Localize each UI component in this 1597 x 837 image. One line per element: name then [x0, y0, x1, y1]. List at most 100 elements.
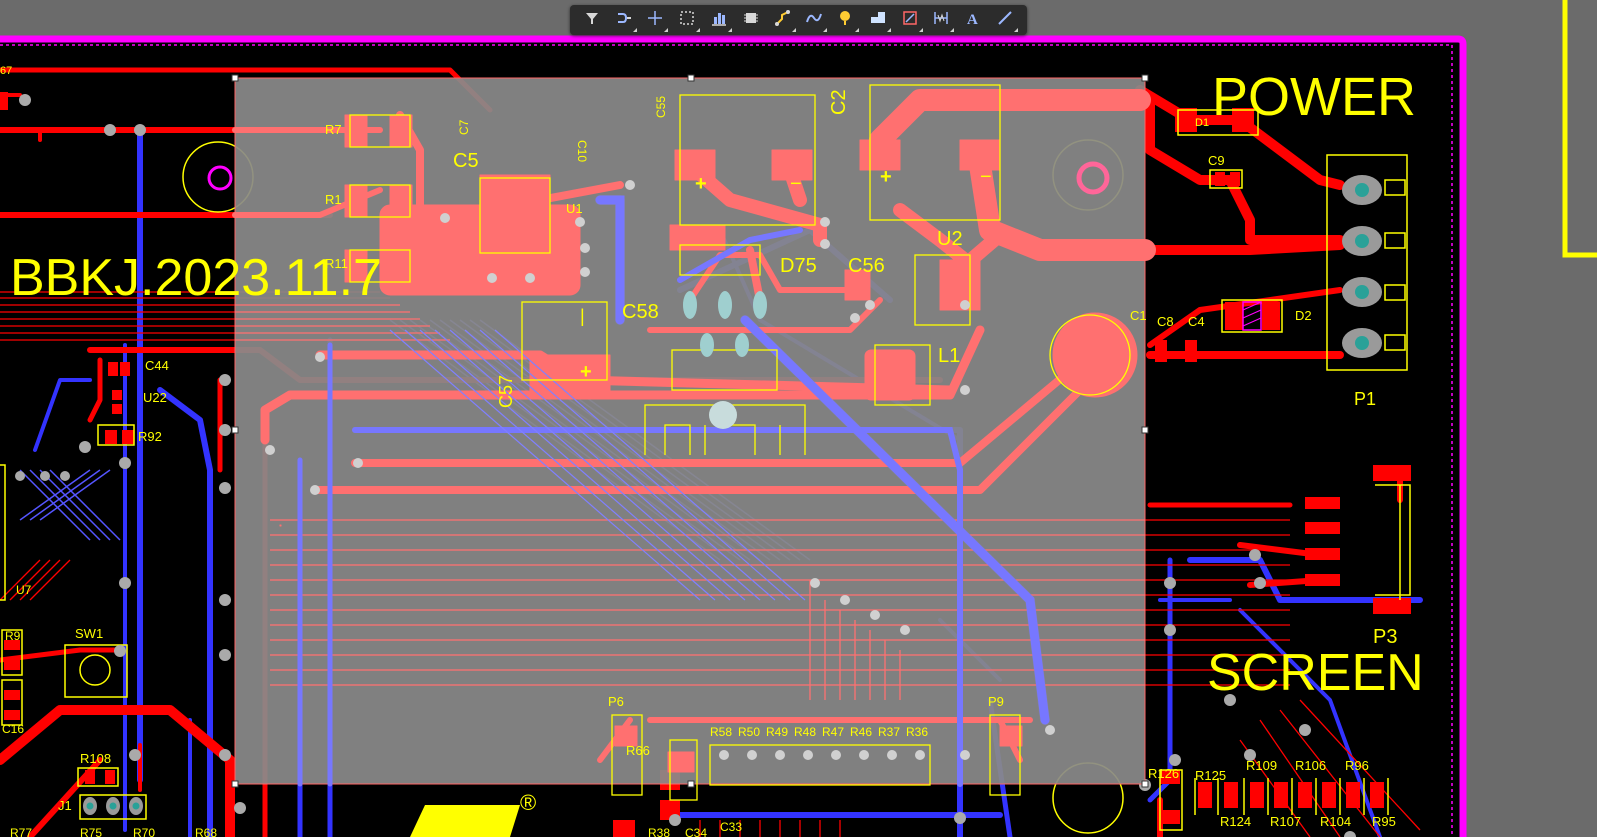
label-r107: R107 — [1270, 814, 1301, 829]
label-c8: C8 — [1157, 314, 1174, 329]
label-sw1: SW1 — [75, 626, 103, 641]
diff-pair-icon — [805, 9, 823, 32]
label-r1: R1 — [325, 192, 342, 207]
label-r77: R77 — [10, 826, 32, 837]
svg-text:A: A — [967, 12, 978, 27]
label-d1: D1 — [1195, 117, 1209, 129]
label-r108: R108 — [80, 751, 111, 766]
label-r106: R106 — [1295, 758, 1326, 773]
polygon-icon — [869, 9, 887, 32]
label-p6: P6 — [608, 694, 624, 709]
align-button[interactable] — [708, 9, 733, 32]
dimension-button[interactable] — [930, 9, 955, 32]
line-button[interactable] — [994, 9, 1019, 32]
label-r124: R124 — [1220, 814, 1251, 829]
svg-text:−: − — [980, 166, 992, 188]
label-c55: C55 — [654, 96, 668, 118]
label-r66: R66 — [626, 743, 650, 758]
label-r46: R46 — [850, 725, 872, 739]
label-c10: C10 — [575, 140, 589, 162]
label-c1: C1 — [1130, 308, 1147, 323]
dimension-icon — [932, 9, 950, 32]
label-r104: R104 — [1320, 814, 1351, 829]
label-d75: D75 — [780, 255, 817, 277]
label-p9: P9 — [988, 694, 1004, 709]
label-d2: D2 — [1295, 308, 1312, 323]
smd-pads — [0, 92, 1411, 837]
label-r68: R68 — [195, 826, 217, 837]
label-u2: U2 — [937, 228, 963, 250]
selection-region[interactable] — [207, 74, 1156, 801]
label-c9: C9 — [1208, 153, 1225, 168]
screen-label: SCREEN — [1207, 644, 1424, 702]
label-p3: P3 — [1373, 626, 1397, 648]
label-r48: R48 — [794, 725, 816, 739]
label-l1: L1 — [938, 345, 960, 367]
crosshair-icon — [646, 9, 664, 32]
text-button[interactable]: A — [962, 9, 984, 31]
track-icon — [774, 9, 792, 32]
label-u7: U7 — [16, 583, 32, 597]
component-button[interactable] — [740, 9, 762, 31]
label-r96: R96 — [1345, 758, 1369, 773]
label-r49: R49 — [766, 725, 788, 739]
crosshair-button[interactable] — [644, 9, 669, 32]
label-c33: C33 — [720, 820, 742, 834]
label-r47: R47 — [822, 725, 844, 739]
label-r109: R109 — [1246, 758, 1277, 773]
label-r58: R58 — [710, 725, 732, 739]
svg-text:+: + — [695, 173, 707, 195]
filter-button[interactable] — [581, 9, 603, 31]
select-rect-button[interactable] — [676, 9, 701, 32]
svg-text:|: | — [580, 306, 585, 326]
route-icon — [615, 9, 633, 32]
label-r75: R75 — [80, 826, 102, 837]
polygon-button[interactable] — [867, 9, 891, 32]
keepout-button[interactable] — [899, 9, 923, 32]
svg-text:+: + — [580, 361, 592, 383]
label-c57: C57 — [496, 375, 516, 408]
route-button[interactable] — [613, 9, 637, 32]
diff-pair-button[interactable] — [803, 9, 828, 32]
line-icon — [996, 9, 1014, 32]
label-c5: C5 — [453, 150, 479, 172]
label-r92: R92 — [138, 429, 162, 444]
label-r11: R11 — [325, 256, 348, 271]
label-r126: R126 — [1148, 766, 1179, 781]
align-icon — [710, 9, 728, 32]
label-r70: R70 — [133, 826, 155, 837]
label-c58: C58 — [622, 301, 659, 323]
svg-text:+: + — [880, 166, 892, 188]
p1-connector-pads — [1342, 175, 1382, 358]
logo-shape — [410, 805, 520, 837]
label-r37: R37 — [878, 725, 900, 739]
text-icon: A — [964, 9, 982, 32]
pcb-active-toolbar: A — [570, 5, 1027, 35]
via-button[interactable] — [835, 9, 860, 32]
label-r36: R36 — [906, 725, 928, 739]
label-p1: P1 — [1354, 389, 1376, 409]
label-c44: C44 — [145, 358, 169, 373]
label-c34: C34 — [685, 826, 707, 837]
label-c2: C2 — [828, 89, 850, 115]
label-r50: R50 — [738, 725, 760, 739]
label-u22: U22 — [143, 390, 167, 405]
registered-mark: ® — [520, 790, 536, 815]
label-c7: C7 — [457, 119, 471, 135]
track-button[interactable] — [772, 9, 796, 32]
vias — [15, 94, 1356, 837]
label-u1: U1 — [566, 201, 583, 216]
component-icon — [742, 9, 760, 32]
label-r125: R125 — [1195, 768, 1226, 783]
filter-icon — [583, 9, 601, 32]
date-label: BBKJ.2023.11.7 — [10, 249, 382, 307]
label-c56: C56 — [848, 255, 885, 277]
label-c4: C4 — [1188, 314, 1205, 329]
board-outline — [0, 35, 1467, 837]
label-r7: R7 — [325, 122, 342, 137]
label-r38: R38 — [648, 826, 670, 837]
label-r95: R95 — [1372, 814, 1396, 829]
select-rect-icon — [678, 9, 696, 32]
label-r67: 67 — [0, 65, 12, 77]
